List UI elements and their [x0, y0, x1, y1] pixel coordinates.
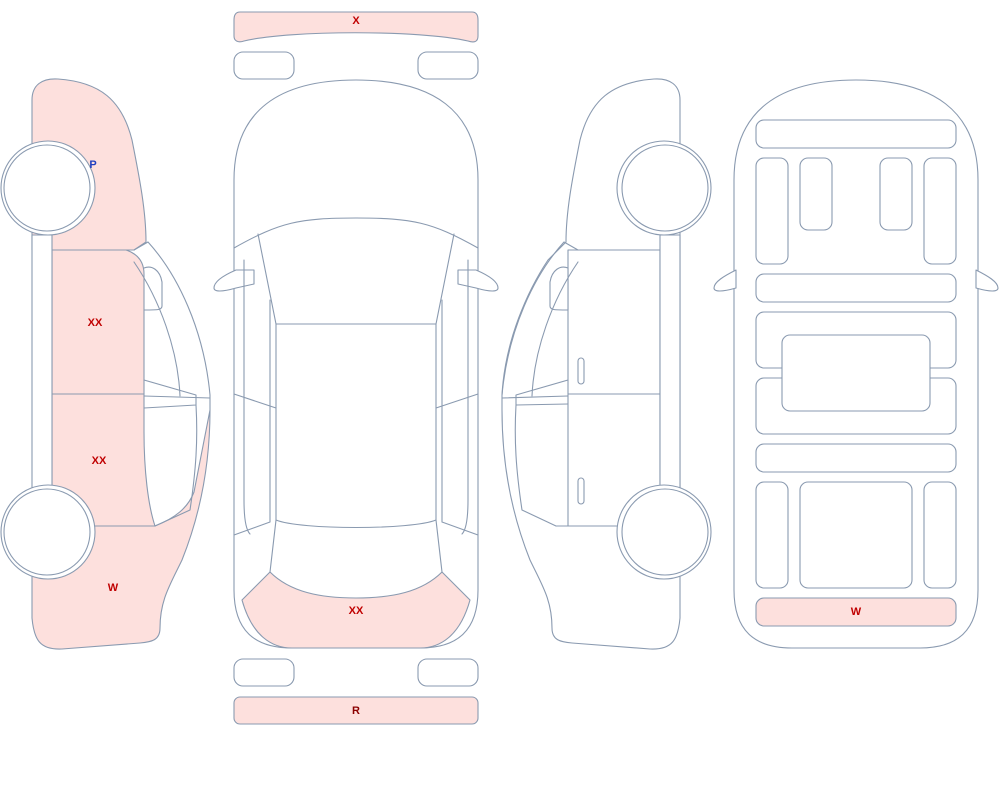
front-bumper-code: X — [352, 15, 360, 27]
left-rear-quarter-panel[interactable] — [31, 409, 211, 650]
sunroof-panel[interactable] — [781, 334, 931, 412]
left-windshield-pillar — [133, 241, 211, 411]
left-rear-quarter-code: W — [108, 582, 119, 594]
rear-roof-bar[interactable] — [755, 443, 957, 473]
rear-window — [269, 519, 443, 573]
right-mirror-cut — [501, 395, 569, 399]
hood-edge — [233, 217, 479, 249]
roof-rear-panel[interactable] — [755, 597, 957, 627]
left-rear-door-code: XX — [92, 455, 107, 467]
left-rocker-strip — [31, 234, 53, 491]
left-side-view: P XX XX W — [0, 78, 211, 650]
windshield — [257, 233, 455, 325]
right-side-glass-front — [549, 266, 569, 311]
left-rear-seat-side[interactable] — [755, 481, 789, 589]
rear-bumper-panel[interactable] — [233, 696, 479, 725]
right-a-pillar-inner — [531, 261, 579, 397]
roof-panel — [275, 323, 437, 529]
left-front-door-code: XX — [88, 317, 103, 329]
right-windshield-pillar — [501, 241, 579, 396]
dashboard-panel[interactable] — [755, 119, 957, 149]
interior-right-mirror — [975, 269, 999, 292]
left-front-fender-code: P — [89, 159, 96, 171]
right-side-sill — [435, 259, 479, 536]
rear-bumper-code: R — [352, 705, 360, 717]
right-rear-seat-side[interactable] — [923, 481, 957, 589]
left-rear-glass — [154, 404, 198, 527]
left-side-sill — [233, 259, 277, 536]
left-front-door-panel[interactable] — [51, 249, 145, 395]
left-headlight — [233, 51, 295, 80]
trunk-lid-code: XX — [349, 605, 364, 617]
rear-seat-bench[interactable] — [799, 481, 913, 589]
top-view: X XX R — [213, 11, 499, 725]
roof-rear-panel-code: W — [851, 606, 862, 618]
right-front-seat[interactable] — [879, 157, 913, 231]
left-a-pillar-inner — [133, 261, 181, 397]
interior-view: W — [713, 79, 999, 649]
left-taillight — [233, 658, 295, 687]
right-front-wheel — [621, 144, 709, 232]
left-front-wheel — [3, 144, 91, 232]
left-side-glass-main — [143, 379, 197, 409]
right-taillight — [417, 658, 479, 687]
left-front-seat-side[interactable] — [755, 157, 789, 265]
trunk-lid-panel[interactable] — [241, 571, 471, 649]
interior-left-mirror — [713, 269, 737, 292]
right-side-view — [501, 78, 712, 650]
left-front-seat[interactable] — [799, 157, 833, 231]
left-side-glass-front — [143, 266, 163, 311]
right-front-seat-side[interactable] — [923, 157, 957, 265]
left-mirror-cut — [143, 395, 211, 399]
front-bumper-panel[interactable] — [233, 11, 479, 43]
right-rear-door-handle — [577, 477, 585, 505]
right-headlight — [417, 51, 479, 80]
right-rear-wheel — [621, 488, 709, 576]
right-rocker-strip — [659, 234, 681, 491]
right-rear-glass — [514, 404, 557, 527]
left-rear-wheel — [3, 488, 91, 576]
right-front-door-handle — [577, 357, 585, 385]
front-roof-bar[interactable] — [755, 273, 957, 303]
right-side-glass-main — [515, 379, 569, 406]
